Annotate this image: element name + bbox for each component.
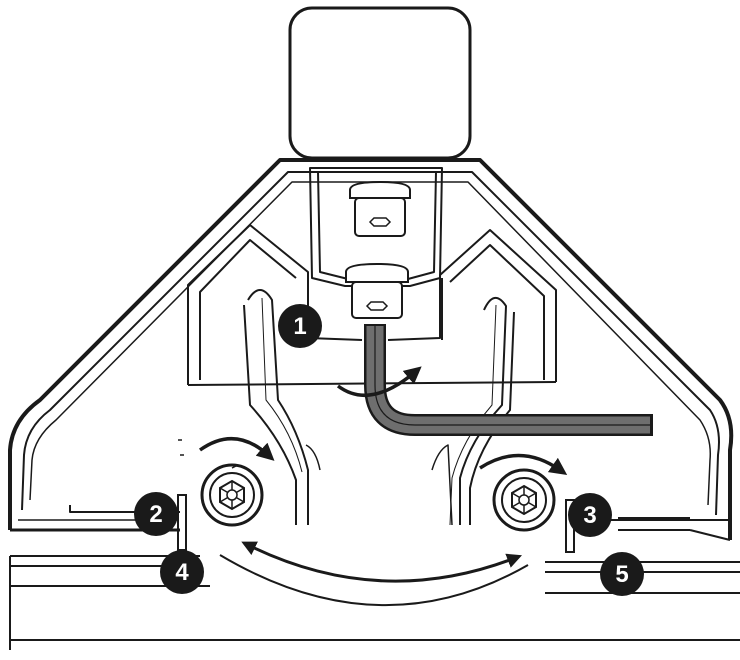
callout-2: 2: [134, 492, 178, 536]
callout-4: 4: [160, 550, 204, 594]
right-screw-rotation-arrow-icon: [479, 453, 568, 476]
callout-3-label: 3: [583, 502, 596, 529]
bidirectional-arc-arrow-icon: [219, 541, 529, 607]
callout-1-label: 1: [293, 313, 306, 340]
callout-1: 1: [278, 304, 322, 348]
lower-hex-bolt: [345, 262, 409, 319]
callout-2-label: 2: [149, 501, 162, 528]
left-screw-rotation-arrow-icon: [198, 437, 275, 461]
wrench-rotation-arrow-icon: [336, 366, 422, 398]
housing: [8, 158, 734, 540]
callout-5: 5: [600, 552, 644, 596]
upper-hex-bolt: [349, 180, 411, 237]
dash-marks: [178, 439, 237, 469]
callout-4-label: 4: [175, 559, 189, 586]
left-guide-slot: [243, 289, 309, 525]
callout-3: 3: [568, 493, 612, 537]
top-knob: [288, 6, 472, 160]
callout-5-label: 5: [615, 561, 628, 588]
right-guide-slot: [305, 297, 515, 526]
left-hex-socket-screw-icon: [200, 463, 264, 527]
right-hex-socket-screw-icon: [492, 468, 556, 532]
hex-key-icon: [364, 324, 653, 436]
